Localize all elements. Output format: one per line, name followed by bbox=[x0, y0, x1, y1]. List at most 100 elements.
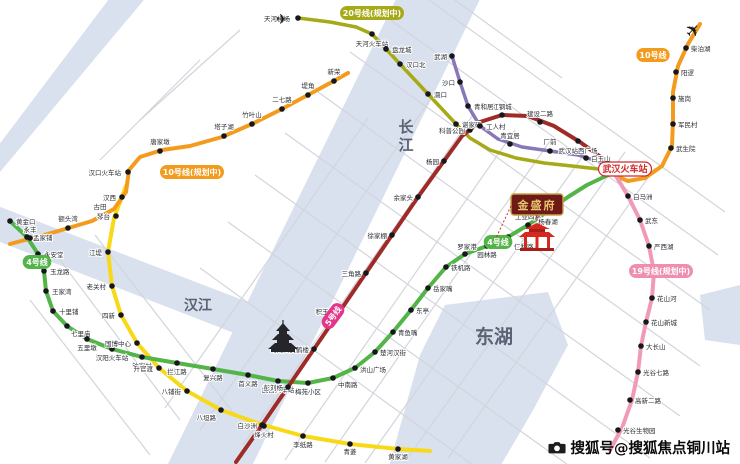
camera-icon bbox=[547, 442, 566, 454]
station-dot bbox=[109, 283, 115, 289]
station-label: 工业四路 bbox=[515, 212, 542, 221]
station-dot bbox=[615, 427, 621, 433]
station-dot bbox=[668, 145, 674, 151]
station-label: 青和居 bbox=[474, 102, 494, 111]
station-dot bbox=[109, 346, 115, 352]
station-label: 琴台 bbox=[97, 212, 110, 221]
station-label: 新荣 bbox=[328, 67, 342, 76]
station-dot bbox=[218, 407, 224, 413]
project-building-icon bbox=[519, 223, 555, 251]
station-label: 永丰 bbox=[24, 225, 38, 234]
airplane-icon: ✈ bbox=[681, 18, 707, 44]
station-dot bbox=[125, 169, 131, 175]
station-label: 八坦路 bbox=[197, 413, 217, 422]
river-donghu-lake bbox=[389, 292, 568, 464]
station-label: 罗家港 bbox=[457, 242, 477, 251]
station-dot bbox=[575, 138, 581, 144]
station-label: 王家湾 bbox=[52, 287, 72, 296]
station-label: 徐家棚 bbox=[368, 231, 388, 240]
station-label: 汉阳火车站 bbox=[96, 353, 129, 362]
road-line bbox=[139, 29, 241, 121]
station-label: 杨春湖 bbox=[538, 217, 558, 226]
station-dot bbox=[295, 15, 301, 21]
station-label: 岳家嘴 bbox=[433, 284, 453, 293]
station-dot bbox=[453, 121, 459, 127]
road-line bbox=[29, 299, 151, 456]
station-label: 七里庙 bbox=[71, 329, 91, 338]
station-label: 四新 bbox=[102, 311, 116, 320]
station-label: 唐家墩 bbox=[150, 137, 170, 146]
station-dot bbox=[221, 133, 227, 139]
station-label: 白玉山 bbox=[591, 154, 611, 163]
road-line bbox=[381, 13, 719, 256]
station-label: 梅苑小区 bbox=[295, 387, 322, 396]
station-dot bbox=[547, 148, 553, 154]
station-label: 红钢城 bbox=[492, 102, 512, 111]
road-line bbox=[427, 0, 726, 213]
station-dot bbox=[465, 103, 471, 109]
station-label: 铁机路 bbox=[451, 263, 471, 272]
station-dot bbox=[43, 288, 49, 294]
station-dot bbox=[157, 148, 163, 154]
watermark-text: 搜狐号@搜狐焦点铜川站 bbox=[570, 441, 731, 457]
station-label: 彭刘杨 bbox=[264, 383, 284, 392]
road-line bbox=[284, 129, 516, 461]
station-label: 积玉桥 bbox=[316, 307, 336, 316]
station-dot bbox=[97, 213, 103, 219]
station-label: 白沙洲 bbox=[238, 421, 258, 430]
station-dot bbox=[441, 158, 447, 164]
road-line bbox=[59, 259, 181, 421]
station-label: 烽火村 bbox=[254, 430, 274, 439]
station-dot bbox=[507, 141, 513, 147]
station-label: 李纸路 bbox=[293, 440, 313, 449]
station-label: 白马洲 bbox=[633, 192, 653, 201]
station-dot bbox=[305, 92, 311, 98]
station-label: 天河火车站 bbox=[356, 39, 389, 48]
svg-text:4号线: 4号线 bbox=[487, 237, 509, 247]
station-dot bbox=[134, 340, 140, 346]
station-dot bbox=[279, 106, 285, 112]
station-dot bbox=[477, 123, 483, 129]
watermark: 搜狐号@搜狐焦点铜川站 bbox=[547, 437, 731, 458]
station-label: 建设二路 bbox=[527, 109, 554, 118]
station-dot bbox=[84, 336, 90, 342]
station-label: 武湖 bbox=[434, 52, 448, 61]
station-label: 科普公园 bbox=[439, 126, 465, 135]
project-logo: 金盛府 bbox=[495, 193, 564, 239]
station-label: 光谷七路 bbox=[643, 368, 670, 377]
station-dot bbox=[119, 194, 125, 200]
station-dot bbox=[670, 95, 676, 101]
station-dot bbox=[673, 69, 679, 75]
station-dot bbox=[467, 127, 473, 133]
station-dot bbox=[499, 112, 505, 118]
station-dot bbox=[118, 312, 124, 318]
station-label: 黄金口 bbox=[16, 217, 36, 226]
station-label: 武汉站西广场 bbox=[559, 146, 599, 155]
station-dot bbox=[330, 375, 336, 381]
station-dot bbox=[638, 343, 644, 349]
station-dot bbox=[300, 433, 306, 439]
station-dot bbox=[395, 446, 401, 452]
station-dot bbox=[408, 307, 414, 313]
river-hanjiang bbox=[0, 206, 300, 352]
station-label: 天河机场 bbox=[264, 14, 291, 23]
station-label: 施岗 bbox=[678, 94, 691, 103]
station-dot bbox=[637, 217, 643, 223]
station-label: 额头湾 bbox=[58, 214, 78, 223]
station-label: 升官渡 bbox=[134, 364, 154, 373]
station-label: 武东 bbox=[645, 216, 659, 225]
station-label: 余家头 bbox=[394, 193, 414, 202]
station-label: 塔子湖 bbox=[214, 122, 234, 131]
station-label: 中南路 bbox=[338, 380, 358, 389]
station-label: 首义路 bbox=[238, 379, 258, 388]
station-dot bbox=[457, 79, 463, 85]
station-dot bbox=[383, 46, 389, 52]
station-dot bbox=[245, 372, 251, 378]
station-dot bbox=[311, 346, 317, 352]
station-dot bbox=[139, 354, 145, 360]
station-label: 江堤 bbox=[89, 248, 103, 257]
station-label: 国博中心 bbox=[105, 339, 132, 348]
station-dot bbox=[462, 251, 468, 257]
station-dot bbox=[372, 349, 378, 355]
